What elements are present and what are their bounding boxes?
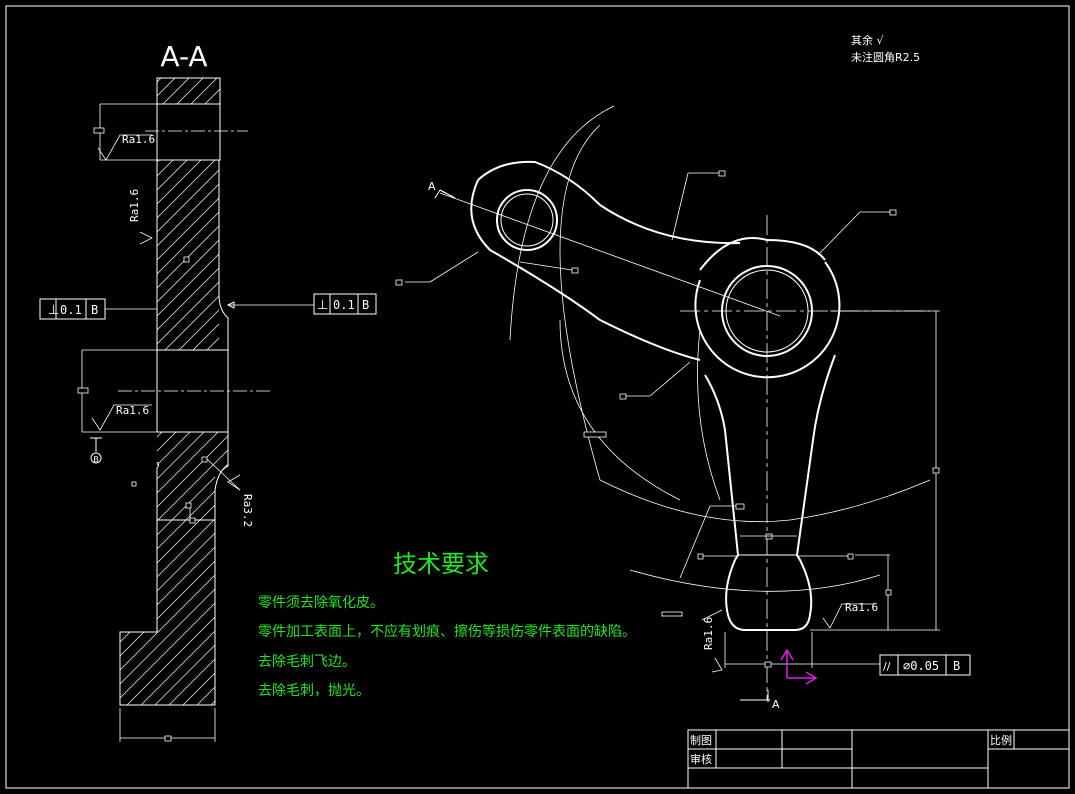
tolerance-datum: B — [362, 298, 369, 312]
tech-req-item: 去除毛刺，抛光。 — [258, 683, 370, 699]
title-block-checked: 审核 — [690, 752, 712, 766]
tech-req-item: 零件加工表面上，不应有划痕、擦伤等损伤零件表面的缺陷。 — [258, 623, 636, 640]
tech-req-heading: 技术要求 — [393, 550, 489, 578]
tech-req-item: 零件须去除氧化皮。 — [258, 595, 384, 611]
tolerance-symbol: ⊥ — [48, 303, 59, 318]
section-view — [39, 77, 377, 742]
roughness-label: Ra1.6 — [128, 189, 141, 222]
title-block — [687, 729, 1070, 789]
main-view — [395, 105, 971, 702]
tolerance-value: 0.1 — [333, 298, 355, 312]
section-title: A-A — [160, 40, 207, 73]
datum-label: B — [93, 455, 99, 464]
tolerance-datum: B — [953, 659, 960, 673]
tolerance-datum: B — [91, 303, 98, 317]
title-block-scale: 比例 — [990, 733, 1012, 747]
roughness-label: Ra1.6 — [122, 133, 155, 146]
roughness-label: Ra3.2 — [241, 494, 254, 527]
tolerance-value: 0.1 — [60, 303, 82, 317]
section-marker: A — [428, 180, 436, 193]
general-note: 未注圆角R2.5 — [851, 50, 920, 64]
roughness-label: Ra1.6 — [702, 617, 715, 650]
general-note: 其余 √ — [851, 33, 884, 47]
tolerance-symbol: // — [883, 660, 891, 673]
section-marker: A — [772, 698, 780, 711]
roughness-label: Ra1.6 — [845, 601, 878, 614]
roughness-label: Ra1.6 — [116, 404, 149, 417]
title-block-drawn: 制图 — [690, 734, 712, 747]
drawing-border — [5, 5, 1070, 789]
tolerance-value: ⌀0.05 — [903, 659, 939, 673]
tolerance-symbol: ⊥ — [317, 298, 328, 313]
tech-req-item: 去除毛刺飞边。 — [258, 654, 356, 670]
